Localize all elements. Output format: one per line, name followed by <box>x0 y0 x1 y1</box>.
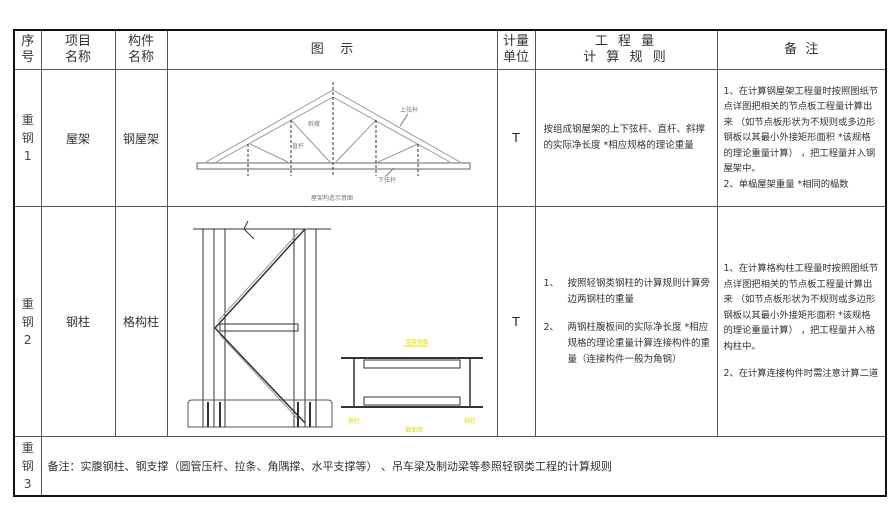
quantity-rules-table: 序号 项目名称 构件名称 图 示 计量单位 工 程 量计 算 规 则 备 注 重… <box>13 29 887 497</box>
label-left-note: 钢柱 <box>348 417 360 425</box>
header-unit: 计量单位 <box>496 29 536 70</box>
component-name: 格构柱 <box>114 206 168 437</box>
header-component-name: 构件名称 <box>114 29 168 70</box>
rule-item-2: 2、两钢柱腹板间的实际净长度 *相应规格的理论重量计算连接构件的重量（连接构件一… <box>543 321 711 365</box>
label-top-note: 连接钢板 <box>405 338 429 346</box>
header-item-name: 项目名称 <box>40 29 116 70</box>
unit-value: T <box>496 206 536 437</box>
lattice-column-figure: 连接钢板 钢柱 钢柱 截面图 <box>166 206 498 437</box>
label-bottom-chord: 下弦杆 <box>378 176 396 184</box>
header-figure: 图 示 <box>166 29 498 70</box>
header-row: 序号 项目名称 构件名称 图 示 计量单位 工 程 量计 算 规 则 备 注 <box>13 29 887 70</box>
figure-caption: 屋架构造示意图 <box>311 194 353 202</box>
roof-truss-figure: 上弦杆 斜撑 直杆 下弦杆 屋架构造示意图 <box>166 69 498 207</box>
component-name: 钢屋架 <box>114 69 168 207</box>
header-seq: 序号 <box>13 29 42 70</box>
item-name: 钢柱 <box>40 206 116 437</box>
note-2: 2、在计算连接构件时需注意计算二道 <box>723 368 879 380</box>
header-note: 备 注 <box>716 29 887 70</box>
item-name: 屋架 <box>40 69 116 207</box>
note-2: 2、单榀屋架重量 *相同的榀数 <box>723 178 849 190</box>
lattice-column-diagram: 连接钢板 钢柱 钢柱 截面图 <box>187 220 483 434</box>
label-vertical: 直杆 <box>292 142 304 150</box>
rule-item-1: 1、按照轻钢类钢柱的计算规则计算旁边两钢柱的重量 <box>543 277 711 305</box>
note-cell: 1、在计算格构柱工程量时按照图纸节点详图把相关的节点板工程量计算出来 （如节点板… <box>716 206 887 437</box>
label-bottom-note: 截面图 <box>405 426 423 434</box>
label-right-note: 钢柱 <box>464 417 476 425</box>
roof-truss-diagram: 上弦杆 斜撑 直杆 下弦杆 屋架构造示意图 <box>196 82 470 202</box>
label-top-chord: 上弦杆 <box>400 106 418 114</box>
rule-cell: 1、按照轻钢类钢柱的计算规则计算旁边两钢柱的重量 2、两钢柱腹板间的实际净长度 … <box>534 206 718 437</box>
rule-text: 按组成钢屋架的上下弦杆、直杆、斜撑的实际净长度 *相应规格的理论重量 <box>534 69 718 207</box>
remark-text: 备注：实腹钢柱、钢支撑（圆管压杆、拉条、角隅撑、水平支撑等） 、吊车梁及制动梁等… <box>40 436 887 496</box>
note-1: 1、在计算钢屋架工程量时按照图纸节点详图把相关的节点板工程量计算出来 （如节点板… <box>723 85 879 175</box>
label-diagonal: 斜撑 <box>308 120 320 128</box>
header-rule: 工 程 量计 算 规 则 <box>534 29 718 70</box>
note-cell: 1、在计算钢屋架工程量时按照图纸节点详图把相关的节点板工程量计算出来 （如节点板… <box>716 69 887 207</box>
unit-value: T <box>496 69 536 207</box>
note-1: 1、在计算格构柱工程量时按照图纸节点详图把相关的节点板工程量计算出来 （如节点板… <box>723 263 879 352</box>
